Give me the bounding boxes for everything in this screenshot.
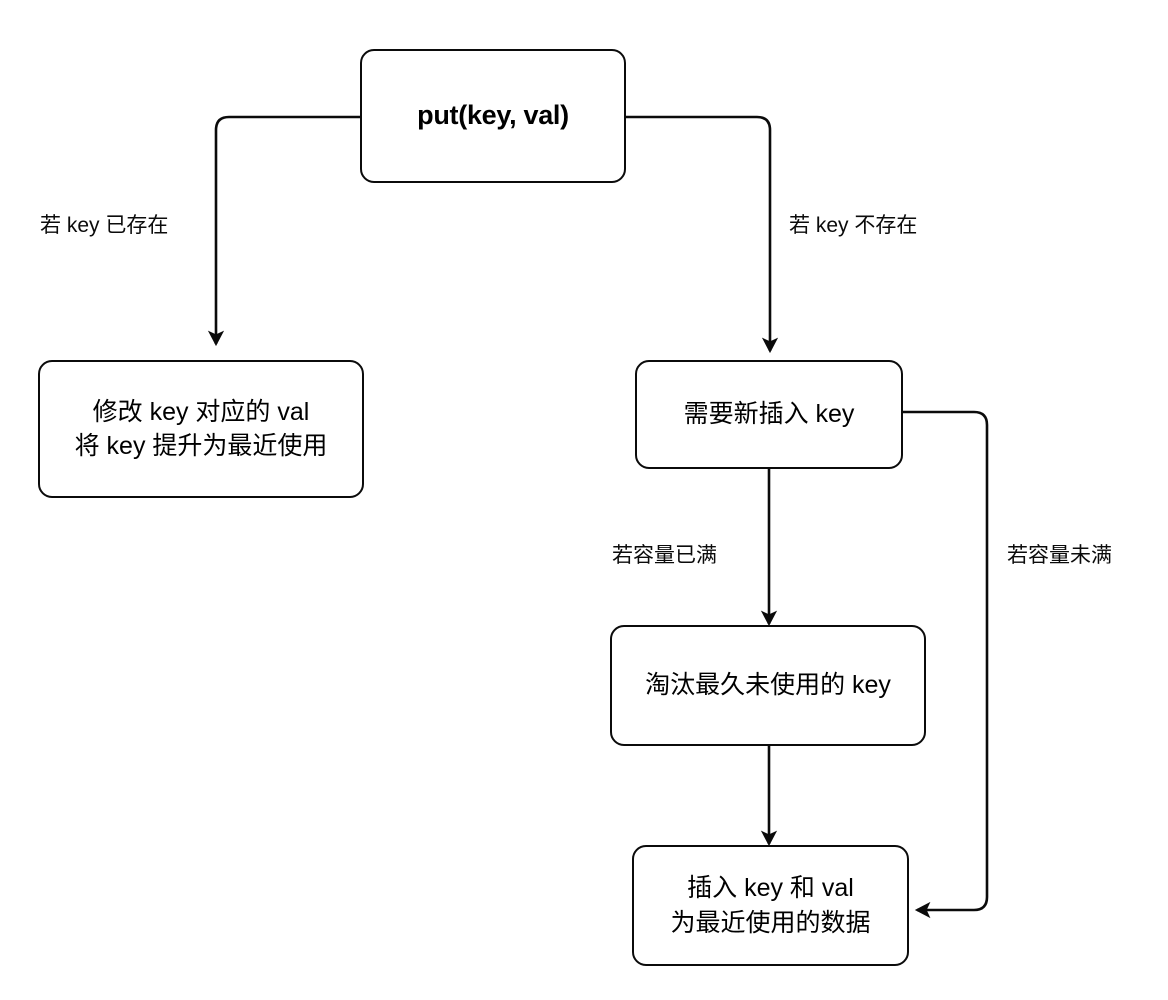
node-evict-lru-key-label: 淘汰最久未使用的 key — [645, 671, 891, 700]
node-insert-new-key[interactable]: 需要新插入 key — [635, 360, 903, 469]
node-update-existing-key[interactable]: 修改 key 对应的 val 将 key 提升为最近使用 — [38, 360, 364, 498]
node-put-label: put(key, val) — [417, 100, 569, 131]
edge-key-missing-path — [626, 115, 779, 354]
node-insert-key-val[interactable]: 插入 key 和 val 为最近使用的数据 — [632, 845, 909, 966]
edge-label-key-missing: 若 key 不存在 — [789, 214, 918, 237]
edge-key-exists-path — [207, 115, 360, 347]
node-evict-lru-key[interactable]: 淘汰最久未使用的 key — [610, 625, 926, 746]
edge-label-capacity-not-full: 若容量未满 — [1007, 544, 1112, 567]
edge-cap-not-full-path — [903, 410, 989, 919]
edge-label-capacity-full: 若容量已满 — [612, 544, 717, 567]
node-insert-new-key-label: 需要新插入 key — [683, 400, 855, 429]
node-update-existing-key-label: 修改 key 对应的 val 将 key 提升为最近使用 — [74, 397, 328, 461]
edge-label-key-exists: 若 key 已存在 — [40, 214, 169, 237]
node-insert-key-val-label: 插入 key 和 val 为最近使用的数据 — [670, 874, 871, 937]
node-put[interactable]: put(key, val) — [360, 49, 626, 183]
